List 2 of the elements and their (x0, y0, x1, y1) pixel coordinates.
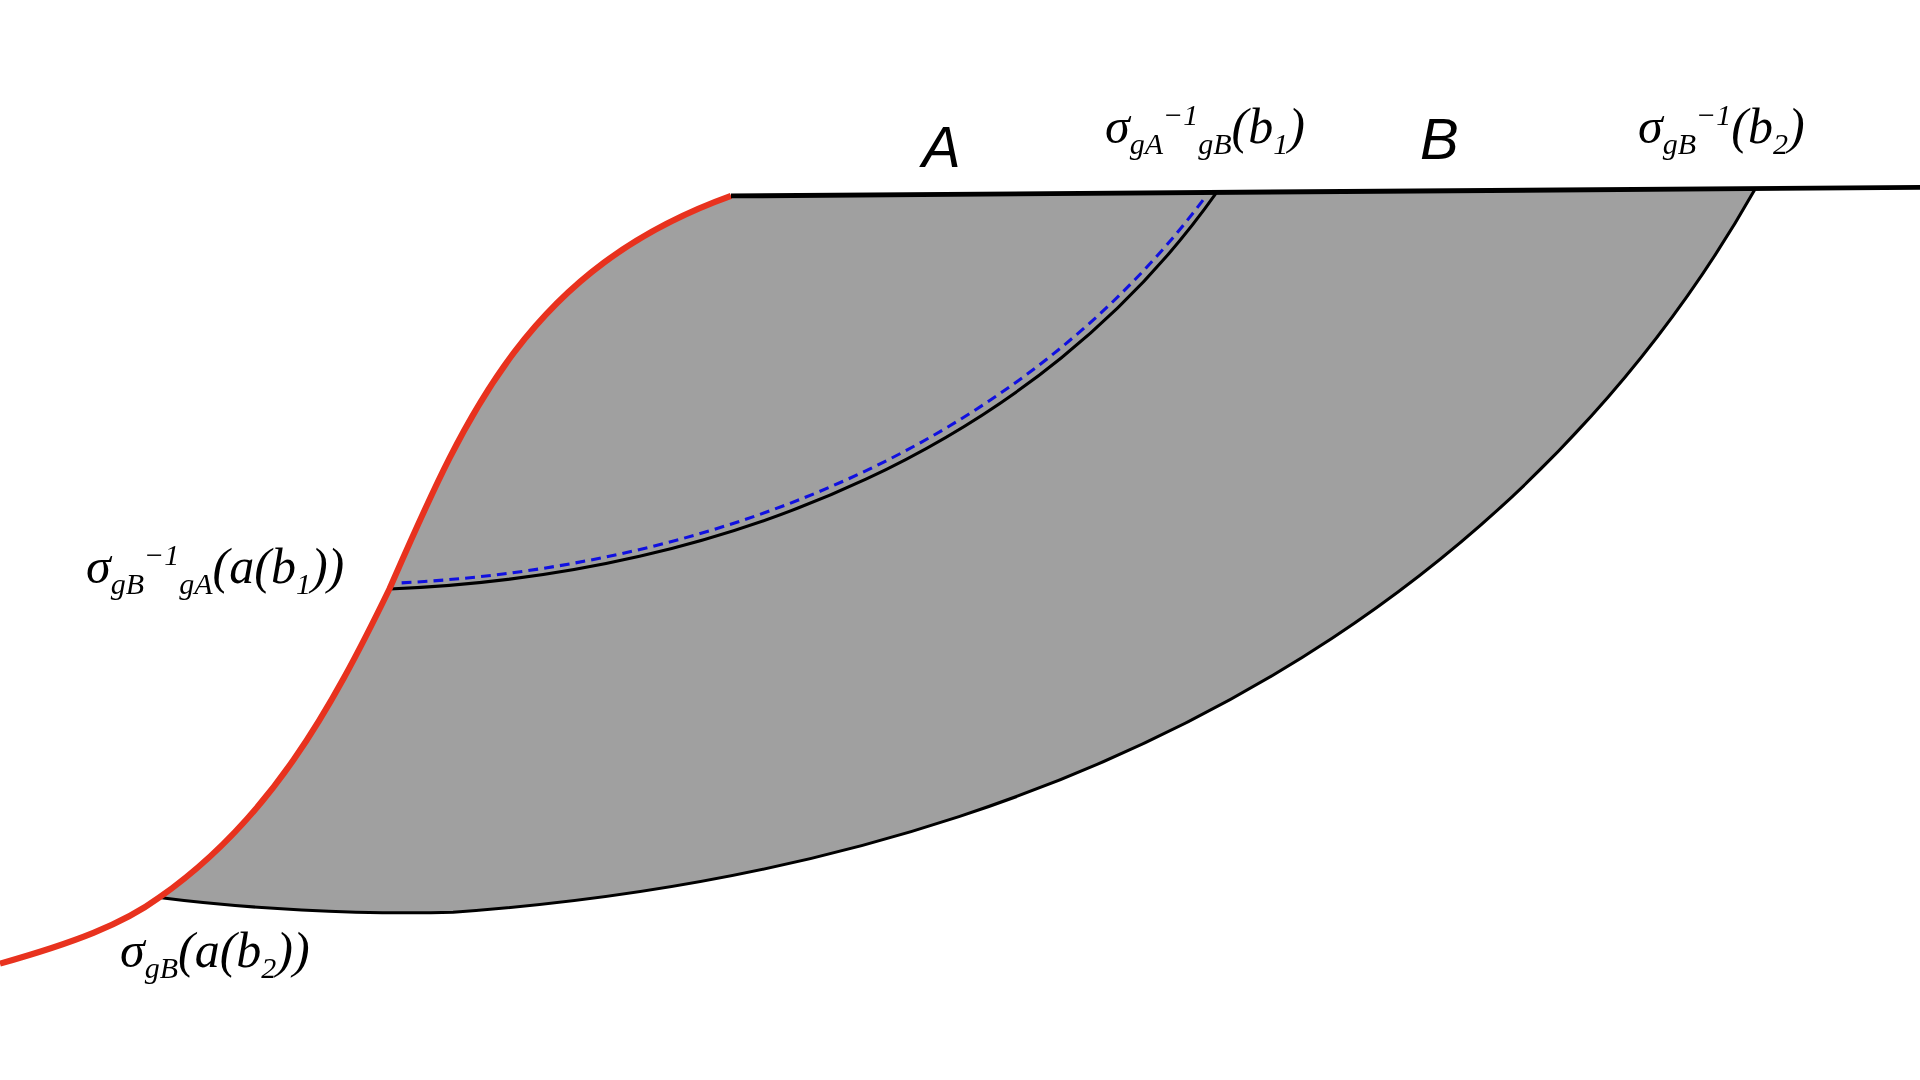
point-label: σ$_{g}$$_{B}$(a(b$_{2}$)) (120, 925, 310, 983)
region-label: B (1420, 110, 1459, 168)
